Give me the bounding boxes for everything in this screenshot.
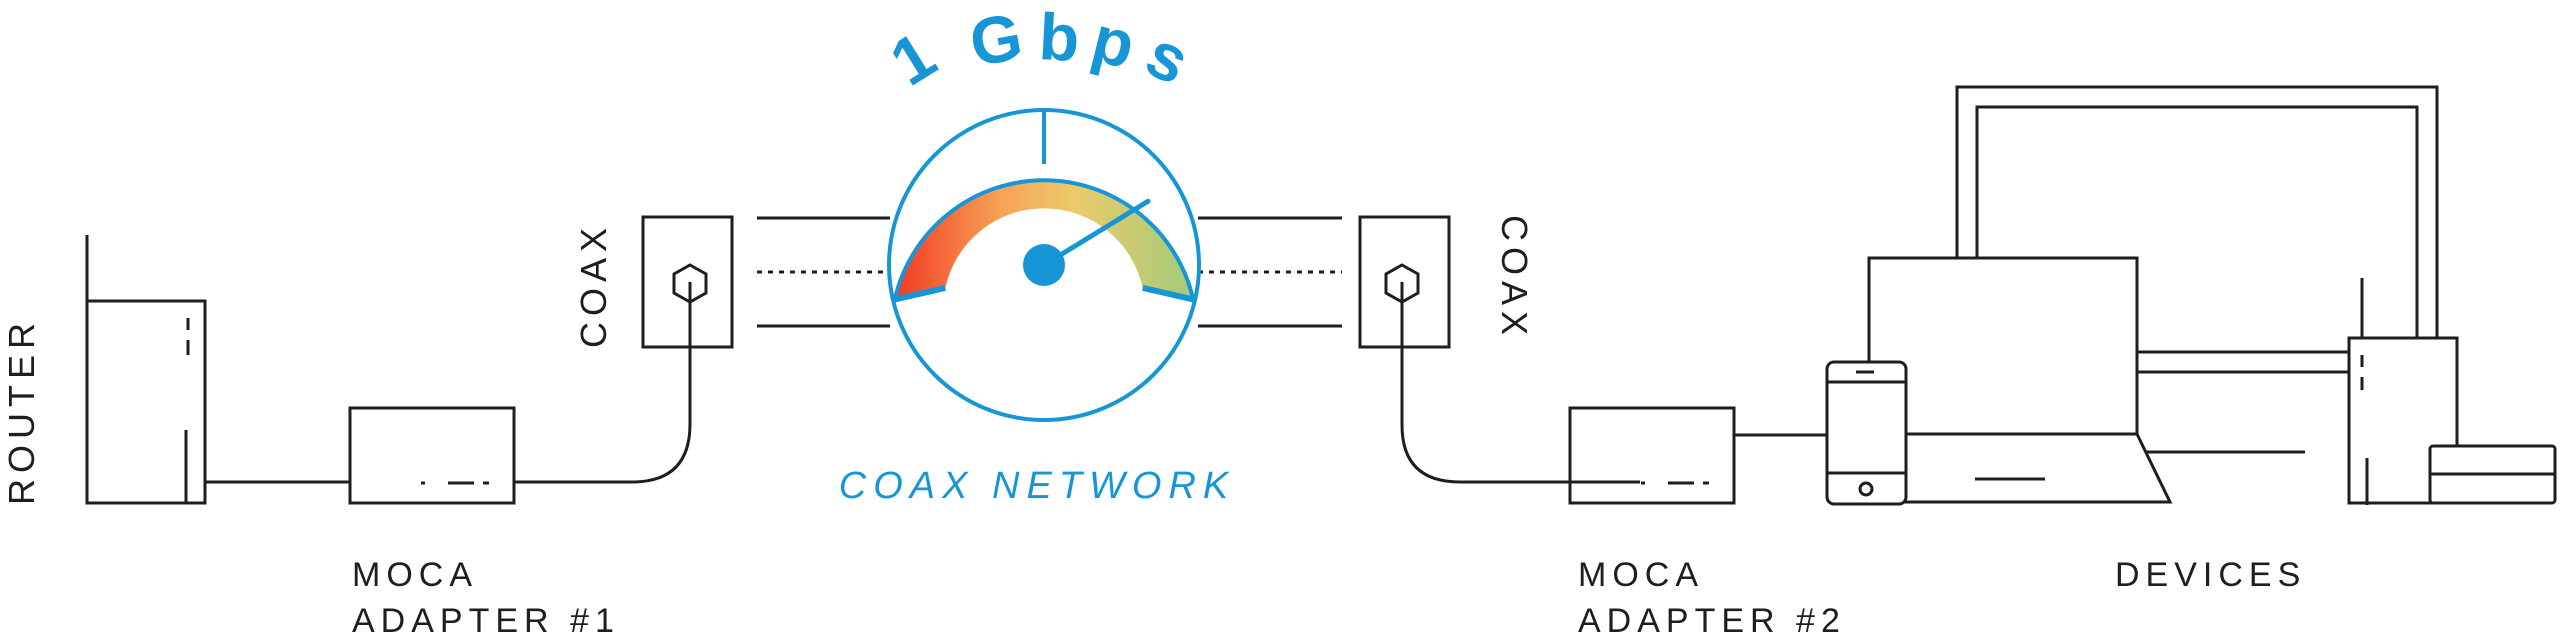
adapter1-label-line1: MOCA xyxy=(352,556,478,594)
router-device xyxy=(85,235,207,505)
gauge-max-tick xyxy=(1142,284,1194,303)
adapter2-label-line1: MOCA xyxy=(1578,556,1704,594)
speed-char: G xyxy=(964,0,1027,80)
devices-label: DEVICES xyxy=(2115,556,2306,594)
coax-right-label: COAX xyxy=(1494,215,1535,341)
speed-gauge xyxy=(887,108,1201,422)
speed-char: p xyxy=(1085,1,1142,83)
adapter1-label-line2: ADAPTER #1 xyxy=(352,602,620,640)
desk-stand xyxy=(2137,350,2349,374)
moca-adapter-1 xyxy=(348,406,516,505)
coax-cable-right xyxy=(1198,216,1342,328)
coax-wall-plate-left xyxy=(641,215,734,349)
phone-device xyxy=(1825,360,1908,506)
set-top-box-device xyxy=(2428,444,2557,505)
coax-left-label: COAX xyxy=(573,222,614,348)
gauge-hub xyxy=(1023,244,1065,286)
speed-label: 1 G b p s xyxy=(878,0,1201,100)
gauge-min-tick xyxy=(894,284,946,303)
gauge-colored-band xyxy=(894,180,1194,300)
coax-wall-plate-right xyxy=(1358,215,1451,349)
speed-char: b xyxy=(1037,0,1081,75)
wall-to-adapter2-cable xyxy=(1400,282,1640,484)
adapter2-label-line2: ADAPTER #2 xyxy=(1578,602,1846,640)
moca-adapter-2 xyxy=(1568,406,1736,505)
speed-char: s xyxy=(1135,16,1200,99)
speed-char: 1 xyxy=(878,17,948,99)
laptop-device xyxy=(1867,256,2173,504)
coax-cable-left xyxy=(757,216,890,328)
adapter1-to-wall-cable xyxy=(514,282,692,484)
coax-network-label: COAX NETWORK xyxy=(839,465,1235,507)
router-label: ROUTER xyxy=(1,317,42,505)
